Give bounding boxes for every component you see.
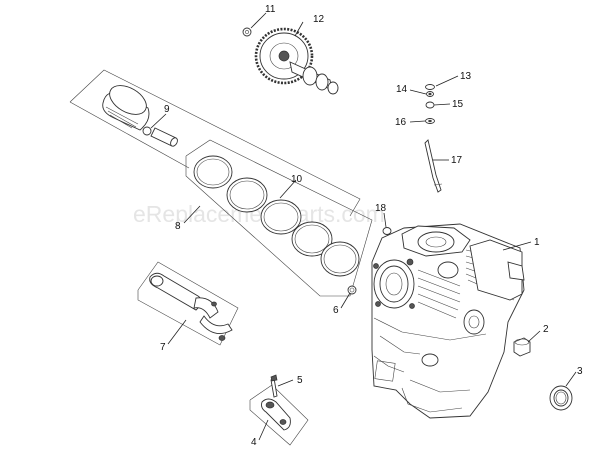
plug-part-18: [382, 227, 392, 235]
callout-11: 11: [265, 4, 276, 15]
callout-14: 14: [396, 84, 408, 95]
callout-8: 8: [175, 221, 181, 232]
callout-12: 12: [313, 14, 325, 25]
rod-part-17: [424, 139, 443, 193]
callout-17: 17: [451, 155, 463, 166]
dowel-pin-part-6: [347, 285, 357, 295]
leader-lines: [150, 12, 577, 441]
piston-group-part-8: [69, 69, 361, 217]
crankcase-part-1: [371, 223, 525, 419]
callout-5: 5: [297, 375, 303, 386]
washer-part-11: [242, 27, 252, 37]
callout-13: 13: [460, 71, 472, 82]
connecting-rod-part-7: [137, 261, 239, 346]
camshaft-gear-part-12: [254, 27, 339, 95]
callout-9: 9: [164, 104, 170, 115]
callout-16: 16: [395, 117, 407, 128]
callout-18: 18: [375, 203, 387, 214]
callout-15: 15: [452, 99, 464, 110]
piston-rings-part-10: [185, 139, 373, 297]
callout-4: 4: [251, 437, 257, 448]
callout-6: 6: [333, 305, 339, 316]
small-washers-parts-13-16: [425, 84, 435, 124]
callout-labels: 11 12 13 14 15 16 17 18 1 2 3 10 9 8 6 7…: [160, 4, 583, 448]
callout-1: 1: [534, 237, 540, 248]
callout-2: 2: [543, 324, 549, 335]
callout-10: 10: [291, 174, 303, 185]
oil-seal-part-3: [549, 385, 573, 411]
callout-7: 7: [160, 342, 166, 353]
sensor-parts-4-5: [249, 374, 309, 446]
callout-3: 3: [577, 366, 583, 377]
drain-plug-part-2: [513, 337, 531, 357]
